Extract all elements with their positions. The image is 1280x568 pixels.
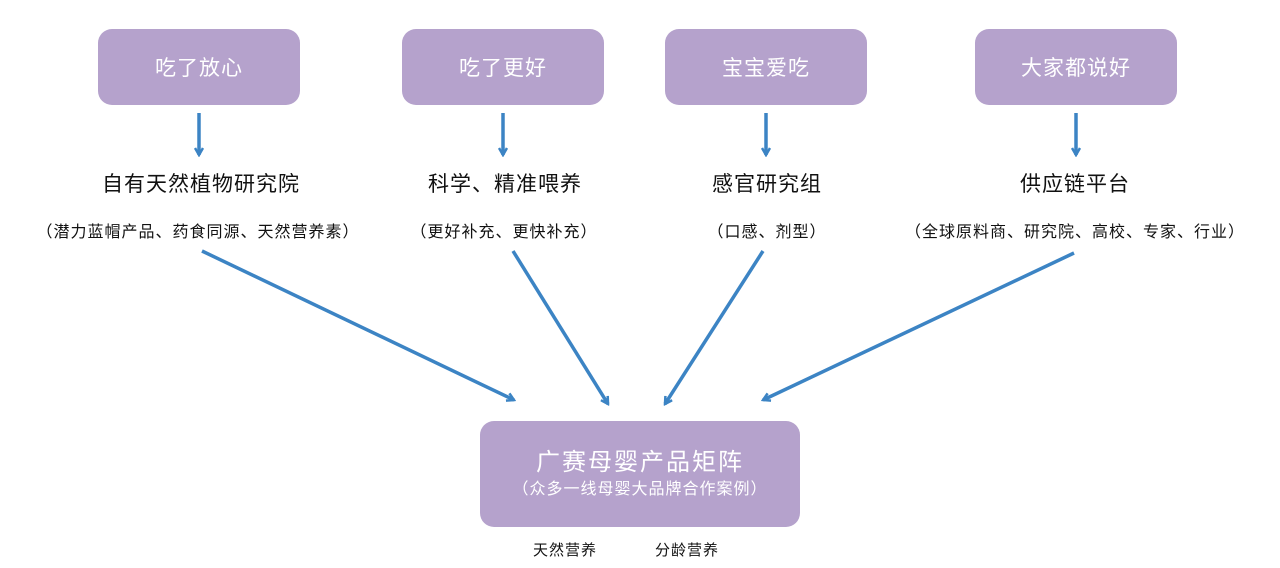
diag-arrow-1 [201,249,514,400]
diag-arrow-3 [663,250,765,404]
title-supply-chain: 供应链平台 [1020,172,1130,196]
sub-supply-chain: （全球原料商、研究院、高校、专家、行业） [904,222,1246,241]
product-matrix-subtitle: （众多一线母婴大品牌合作案例） [512,479,768,498]
box-eat-better: 吃了更好 [402,29,604,105]
sub-scientific-feeding: （更好补充、更快补充） [410,222,598,241]
tag-natural-nutrition: 天然营养 [533,541,598,559]
product-matrix-title: 广赛母婴产品矩阵 [536,448,744,476]
title-scientific-feeding: 科学、精准喂养 [428,172,582,196]
tag-age-nutrition: 分龄营养 [655,541,720,559]
box-everyone-praises: 大家都说好 [975,29,1177,105]
sub-plant-institute: （潜力蓝帽产品、药食同源、天然营养素） [36,222,360,241]
box-eat-assured: 吃了放心 [98,29,300,105]
product-matrix-box: 广赛母婴产品矩阵 （众多一线母婴大品牌合作案例） [480,421,800,527]
title-sensory-group: 感官研究组 [712,172,822,196]
diag-arrow-4 [763,251,1075,400]
title-plant-institute: 自有天然植物研究院 [102,172,300,196]
diag-arrow-2 [511,250,610,404]
sub-sensory-group: （口感、剂型） [707,222,827,241]
box-baby-loves: 宝宝爱吃 [665,29,867,105]
